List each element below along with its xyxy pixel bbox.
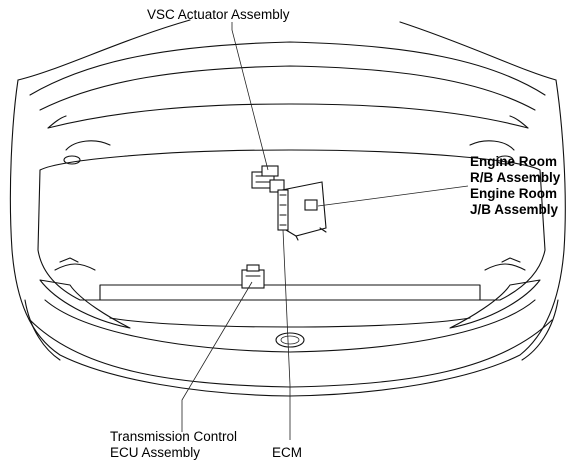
label-engine-room-rb-line1: Engine Room [470, 154, 557, 169]
leader-rb-jb [317, 185, 469, 207]
front-bumper [44, 299, 536, 353]
label-engine-room-jb-line2: J/B Assembly [470, 202, 559, 217]
engine-bay-outline [37, 149, 546, 301]
label-engine-room-rb-line2: R/B Assembly [470, 170, 561, 185]
label-transmission-ecu-line1: Transmission Control [110, 429, 238, 444]
emblem [275, 332, 305, 348]
leader-ecm [282, 229, 291, 440]
label-ecm: ECM [272, 445, 302, 460]
label-transmission-ecu-line2: ECU Assembly [110, 445, 201, 460]
label-engine-room-jb-line1: Engine Room [470, 186, 557, 201]
engine-room-rb-jb-assembly [281, 181, 327, 241]
vsc-actuator-assembly [251, 165, 285, 193]
car-body-outline [9, 79, 566, 397]
headlight-left [39, 279, 131, 329]
ecm-unit [277, 189, 289, 231]
transmission-ecu [241, 264, 265, 289]
headlight-right [449, 279, 541, 329]
hood-outline [17, 19, 557, 81]
leader-transmission-ecu [181, 281, 253, 432]
label-vsc-actuator: VSC Actuator Assembly [147, 7, 290, 22]
leader-vsc [231, 22, 269, 171]
